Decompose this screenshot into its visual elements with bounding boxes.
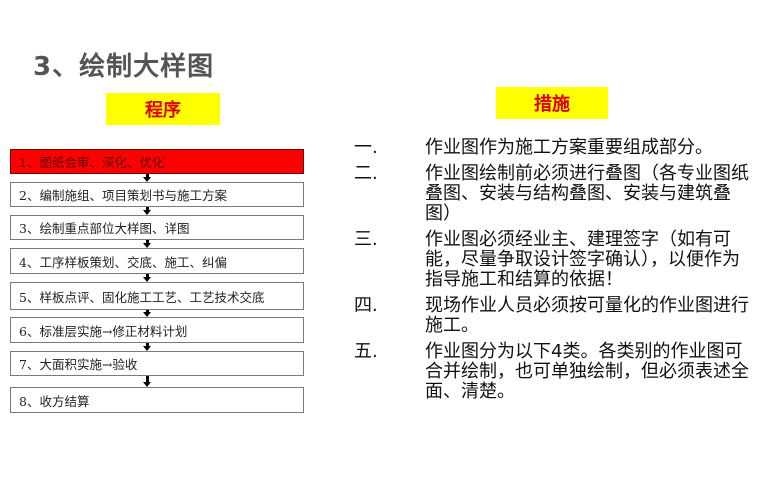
down-arrow-icon	[143, 376, 151, 387]
measures-list: 一. 作业图作为施工方案重要组成部分。 二. 作业图绘制前必须进行叠图（各专业图…	[350, 138, 755, 408]
measures-header: 措施	[496, 87, 608, 119]
measure-text: 作业图分为以下4类。各类别的作业图可合并绘制，也可单独绘制，但必须表述全面、清楚…	[425, 341, 749, 402]
flow-step-1: 1、图纸会审、深化、优化	[10, 149, 304, 174]
measure-number: 三.	[354, 229, 378, 250]
down-arrow-icon	[143, 240, 151, 248]
page-title: 3、绘制大样图	[33, 52, 215, 82]
down-arrow-icon	[143, 207, 151, 215]
flow-step-4: 4、工序样板策划、交底、施工、纠偏	[10, 248, 304, 274]
measure-text: 作业图必须经业主、建理签字（如有可能，尽量争取设计签字确认），以便作为指导施工和…	[425, 229, 740, 290]
measure-text: 现场作业人员必须按可量化的作业图进行施工。	[425, 295, 749, 336]
flow-step-7: 7、大面积实施→验收	[10, 351, 304, 376]
procedure-header: 程序	[106, 93, 220, 125]
flow-step-6: 6、标准层实施→修正材料计划	[10, 317, 304, 343]
down-arrow-icon	[143, 274, 151, 282]
flow-step-2: 2、编制施组、项目策划书与施工方案	[10, 182, 304, 207]
down-arrow-icon	[143, 174, 151, 182]
measure-item: 一. 作业图作为施工方案重要组成部分。	[350, 138, 755, 158]
down-arrow-icon	[143, 310, 151, 317]
measure-item: 三. 作业图必须经业主、建理签字（如有可能，尽量争取设计签字确认），以便作为指导…	[350, 230, 755, 290]
down-arrow-icon	[143, 343, 151, 351]
flow-step-8: 8、收方结算	[10, 387, 304, 413]
measure-number: 二.	[354, 163, 378, 184]
measure-number: 四.	[354, 295, 378, 316]
procedure-header-label: 程序	[145, 100, 181, 121]
measure-number: 一.	[354, 137, 378, 158]
flow-step-5: 5、样板点评、固化施工工艺、工艺技术交底	[10, 282, 304, 310]
measure-item: 五. 作业图分为以下4类。各类别的作业图可合并绘制，也可单独绘制，但必须表述全面…	[350, 342, 755, 402]
measure-item: 四. 现场作业人员必须按可量化的作业图进行施工。	[350, 296, 755, 336]
measure-number: 五.	[354, 341, 378, 362]
measure-item: 二. 作业图绘制前必须进行叠图（各专业图纸叠图、安装与结构叠图、安装与建筑叠图）	[350, 164, 755, 224]
flow-step-3: 3、绘制重点部位大样图、详图	[10, 215, 304, 240]
measure-text: 作业图绘制前必须进行叠图（各专业图纸叠图、安装与结构叠图、安装与建筑叠图）	[425, 163, 749, 224]
measure-text: 作业图作为施工方案重要组成部分。	[425, 137, 713, 158]
measures-header-label: 措施	[534, 94, 570, 115]
